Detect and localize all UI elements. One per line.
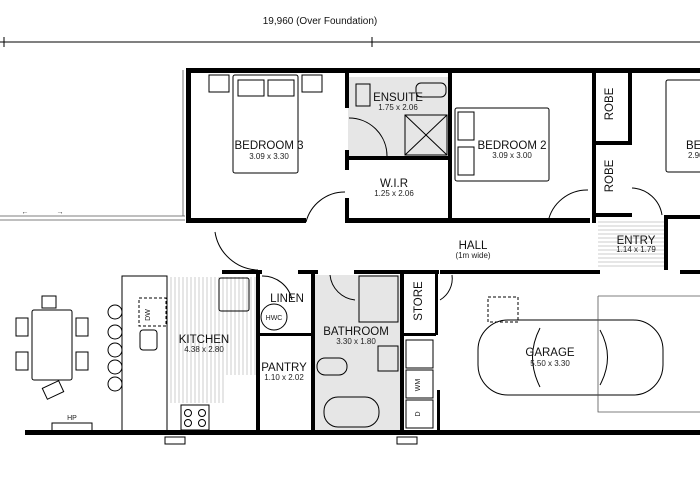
room-bathroom-name: BATHROOM (323, 326, 389, 338)
heat-pump (51, 422, 93, 432)
entry-floor (598, 221, 664, 267)
dimension-line (0, 37, 700, 47)
room-pantry-name: PANTRY (261, 362, 307, 374)
hot-water-cylinder (260, 303, 288, 331)
windows (164, 436, 418, 445)
washing-machine-label: WM (415, 379, 422, 392)
bed-bedroom2 (454, 107, 550, 182)
room-kitchen-name: KITCHEN (179, 334, 229, 346)
walls (25, 68, 700, 435)
room-bedroom3-size: 3.09 x 3.30 (249, 152, 289, 161)
hwc-label: HWC (266, 315, 283, 322)
shower-ensuite (355, 82, 448, 156)
room-hall-size: (1m wide) (455, 251, 490, 260)
room-entry-name: ENTRY (617, 235, 656, 247)
room-pantry-size: 1.10 x 2.02 (264, 373, 304, 382)
svg-text:←: ← (22, 209, 29, 216)
doors (214, 117, 663, 301)
room-wir-name: W.I.R (380, 178, 408, 190)
bed-bedroom3 (208, 74, 323, 174)
room-bedroom2-name: BEDROOM 2 (477, 140, 546, 152)
bar-stools (107, 304, 123, 392)
room-robe2-name: ROBE (604, 159, 616, 192)
room-store-name: STORE (413, 281, 425, 321)
room-entry-size: 1.14 x 1.79 (616, 245, 656, 254)
kitchen-floor (166, 277, 256, 403)
bed-bedroom1 (665, 79, 700, 173)
car (477, 295, 700, 413)
room-bedroom1-size: 2.90 (688, 151, 700, 160)
svg-text:→: → (57, 209, 64, 216)
bathroom-fixtures (316, 275, 434, 429)
room-linen-name: LINEN (270, 293, 304, 305)
kitchen-island (121, 275, 250, 432)
room-bathroom-size: 3.30 x 1.80 (336, 337, 376, 346)
room-bedroom3-name: BEDROOM 3 (234, 140, 303, 152)
room-robe1-name: ROBE (604, 87, 616, 120)
hp-label: HP (67, 415, 77, 422)
room-garage-name: GARAGE (525, 347, 575, 359)
overall-dimension-label: 19,960 (Over Foundation) (263, 16, 378, 27)
room-wir-size: 1.25 x 2.06 (374, 189, 414, 198)
dryer-label: D (415, 411, 422, 416)
room-ensuite-size: 1.75 x 2.06 (378, 103, 418, 112)
room-bedroom2-size: 3.09 x 3.00 (492, 151, 532, 160)
ensuite-floor (348, 77, 448, 157)
dishwasher-label: DW (145, 309, 152, 321)
dining-table (15, 295, 89, 400)
bathroom-floor (315, 275, 400, 430)
deck: ← → (0, 70, 185, 221)
room-ensuite-name: ENSUITE (373, 92, 423, 104)
room-kitchen-size: 4.38 x 2.80 (184, 345, 224, 354)
room-bedroom1-name: BEDR (686, 140, 700, 152)
room-hall-name: HALL (459, 240, 488, 252)
room-garage-size: 5.50 x 3.30 (530, 359, 570, 368)
